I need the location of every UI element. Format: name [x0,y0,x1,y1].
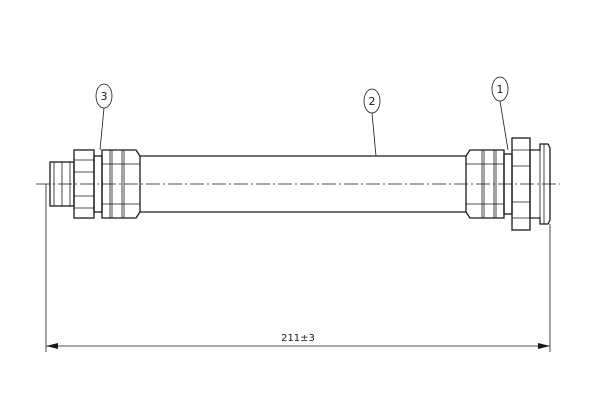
right-fitting [465,137,551,231]
callout-3-label: 3 [101,90,108,103]
callout-1-label: 1 [497,83,504,96]
callout-2: 2 [363,88,381,157]
callout-3: 3 [95,83,113,151]
dimension-arrow-left [46,343,58,349]
callout-2-label: 2 [369,95,376,108]
hose-body [140,155,466,213]
dimension-arrow-right [538,343,550,349]
right-ferrule [465,149,505,219]
overall-length-dimension: 211±3 [45,184,551,352]
dimension-label: 211±3 [281,333,315,344]
callout-1: 1 [491,76,509,151]
right-threaded-end [529,143,551,225]
left-fitting [49,149,141,219]
